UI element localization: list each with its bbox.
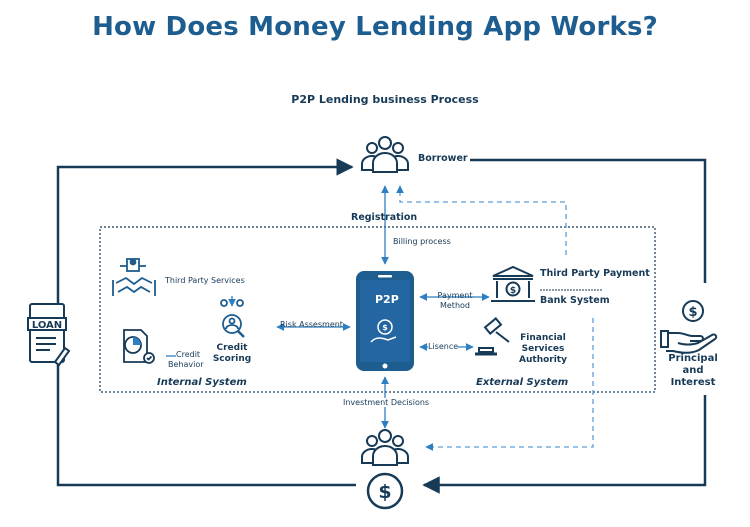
payment-method-line-2: Method <box>439 301 470 310</box>
phone-icon: $ <box>356 271 414 371</box>
principal-to-funder-line <box>422 395 707 494</box>
page-title: How Does Money Lending App Works? <box>92 12 658 42</box>
principal-line-3: Interest <box>670 377 716 388</box>
principal-line-2: and <box>682 365 704 376</box>
payment-method-line-1: Payment <box>437 291 473 300</box>
bank-to-funder-line <box>425 318 594 451</box>
payment-to-borrower-line <box>396 185 567 255</box>
diagram-subtitle: P2P Lending business Process <box>291 93 479 106</box>
loan-to-borrower-line <box>56 158 354 304</box>
credit-behavior-line-2: Behavior <box>168 360 204 369</box>
credit-scoring-line-1: Credit <box>216 343 248 353</box>
borrower-to-principal-line <box>470 158 707 283</box>
licence-label: Lisence <box>428 342 459 351</box>
borrower-label: Borrower <box>418 153 468 164</box>
risk-assessment-label: Risk Assesment <box>280 320 343 329</box>
bank-icon: $ <box>491 265 535 302</box>
fsa-line-1: Financial <box>520 333 566 343</box>
fsa-line-2: Services <box>521 344 565 354</box>
loan-document-icon: LOAN <box>27 303 71 367</box>
third-party-services-label: Third Party Services <box>165 276 245 285</box>
credit-behavior-label: Credit Behavior <box>168 350 204 370</box>
principal-and-interest-label: Principal and Interest <box>663 353 723 389</box>
dashed-flows <box>396 185 594 451</box>
dollar-coin-icon: $ <box>361 429 409 510</box>
billing-process-label: Billing process <box>393 237 451 246</box>
fsa-line-3: Authority <box>519 355 567 365</box>
document-chart-icon <box>123 329 155 364</box>
svg-text:$: $ <box>510 286 516 296</box>
registration-label: Registration <box>351 212 418 223</box>
payment-method-label: Payment Method <box>434 291 476 311</box>
credit-scoring-line-2: Scoring <box>212 354 252 364</box>
people-group-icon <box>361 136 409 173</box>
principal-line-1: Principal <box>668 353 718 364</box>
funder-to-loan-line <box>56 364 356 487</box>
financial-services-authority-label: Financial Services Authority <box>513 333 573 366</box>
investment-decisions-label: Investment Decisions <box>343 398 430 407</box>
svg-text:$: $ <box>382 323 388 332</box>
system-boundary <box>99 226 656 393</box>
person-search-icon <box>220 299 245 338</box>
third-party-payment-label: Third Party Payment <box>540 268 650 279</box>
svg-text:$: $ <box>378 481 391 503</box>
external-system-label: External System <box>476 377 569 388</box>
svg-text:$: $ <box>688 305 697 320</box>
bank-system-label: Bank System <box>540 295 610 306</box>
outer-flow-loop <box>56 158 707 494</box>
internal-system-label: Internal System <box>157 377 247 388</box>
money-hand-icon: $ <box>660 300 718 354</box>
credit-behavior-line-1: Credit <box>176 350 201 359</box>
p2p-label: P2P <box>375 293 399 306</box>
credit-scoring-label: Credit Scoring <box>212 343 252 365</box>
gavel-icon <box>475 317 510 356</box>
loan-icon-text: LOAN <box>32 320 62 331</box>
handshake-icon <box>112 258 156 296</box>
